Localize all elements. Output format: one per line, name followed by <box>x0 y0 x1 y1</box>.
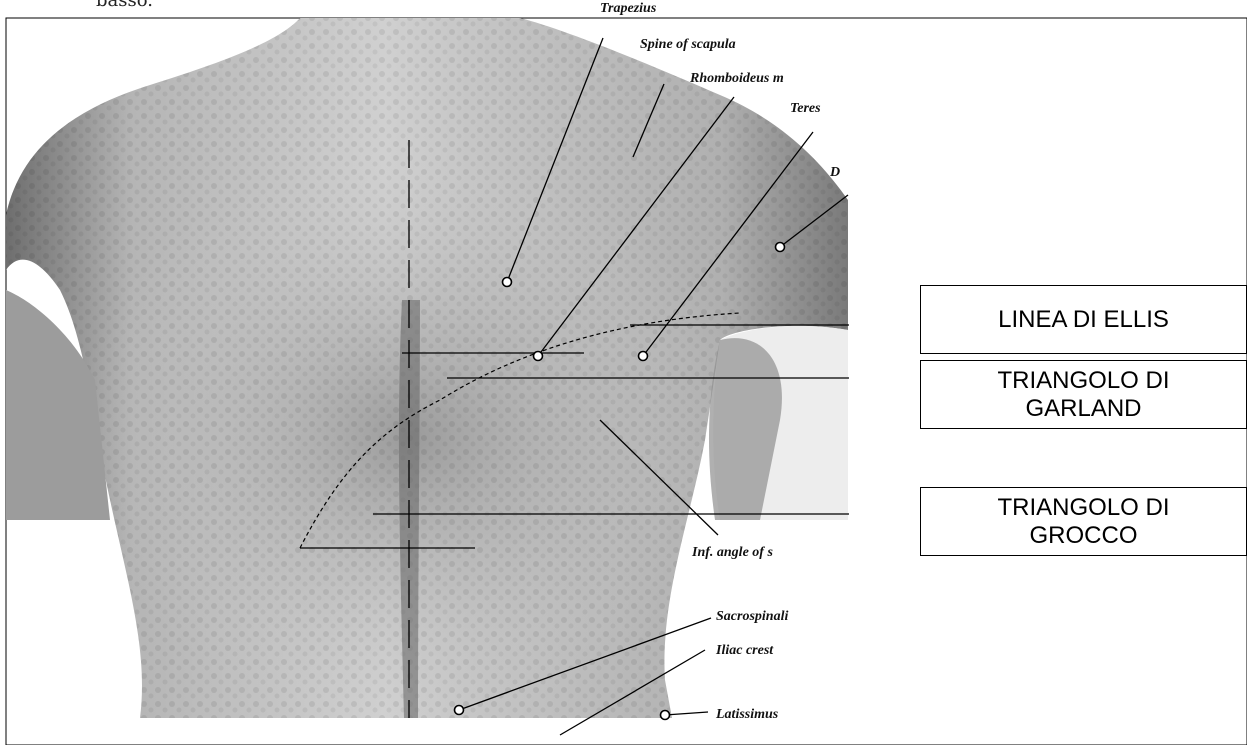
callout-linea-di-ellis: LINEA DI ELLIS <box>920 285 1247 354</box>
callout-triangolo-di-grocco: TRIANGOLO DI GROCCO <box>920 487 1247 556</box>
callout-garland-line1: TRIANGOLO DI <box>997 367 1169 394</box>
label-rhomboideus: Rhomboideus m <box>689 71 784 86</box>
label-teres: Teres <box>790 101 821 116</box>
callout-grocco-line1: TRIANGOLO DI <box>997 494 1169 521</box>
caption-fragment: basso. <box>96 0 153 11</box>
callout-grocco-line2: GROCCO <box>1030 522 1138 549</box>
callout-garland-text: TRIANGOLO DI GARLAND <box>997 367 1169 423</box>
label-iliac-crest: Iliac crest <box>715 643 774 658</box>
callout-ellis-text: LINEA DI ELLIS <box>998 306 1169 334</box>
label-deltoid: D <box>829 165 840 180</box>
callout-garland-line2: GARLAND <box>1025 395 1141 422</box>
callout-grocco-text: TRIANGOLO DI GROCCO <box>997 494 1169 550</box>
label-trapezius: Trapezius <box>600 1 657 16</box>
label-spine-of-scapula: Spine of scapula <box>640 37 736 52</box>
label-sacrospinalis: Sacrospinali <box>716 609 788 624</box>
label-inf-angle: Inf. angle of s <box>691 545 773 560</box>
label-latissimus: Latissimus <box>715 707 779 722</box>
callout-triangolo-di-garland: TRIANGOLO DI GARLAND <box>920 360 1247 429</box>
